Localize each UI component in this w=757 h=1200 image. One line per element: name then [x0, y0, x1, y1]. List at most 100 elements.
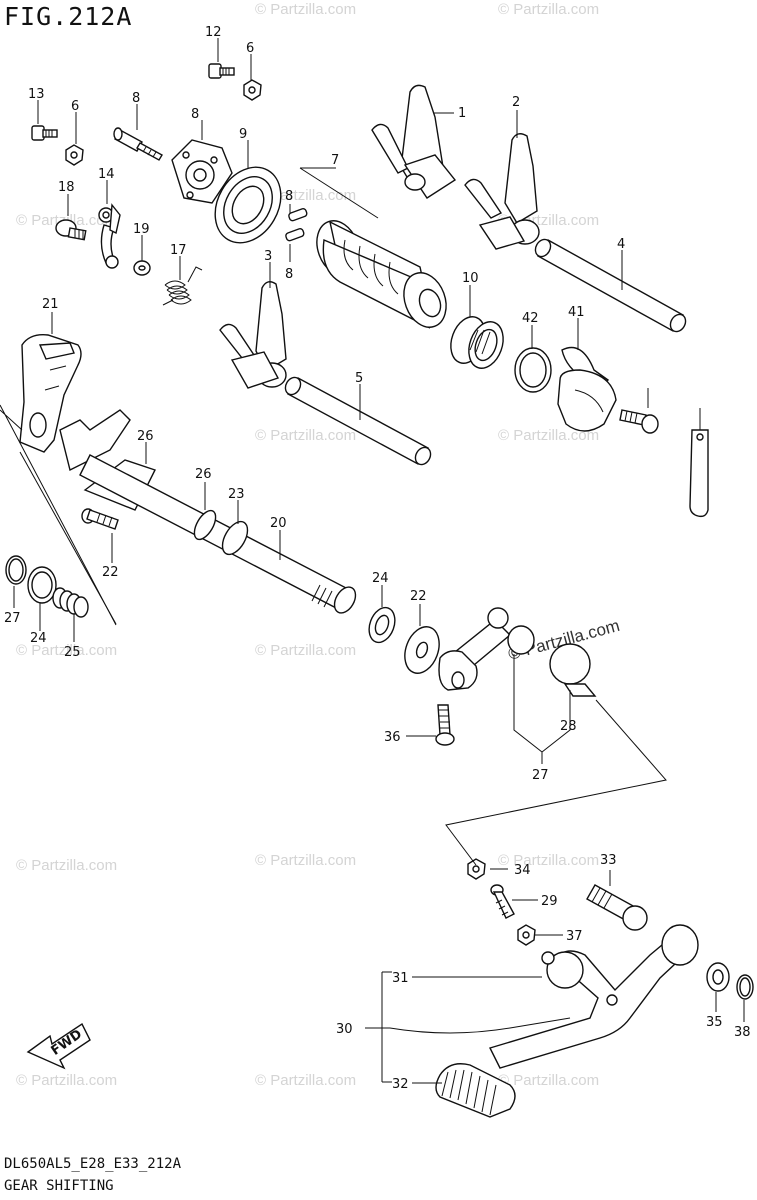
- part-5-fork-shaft: [284, 376, 432, 466]
- part-14-stopper-arm: [98, 203, 121, 269]
- callout-10: 8: [191, 107, 199, 122]
- callout-2: 2: [512, 95, 520, 110]
- watermark: © Partzilla.com: [498, 852, 599, 869]
- part-6-nut-left: [65, 144, 84, 166]
- part-22-washer-left: [27, 566, 57, 604]
- callout-21: 22: [410, 589, 427, 604]
- callout-13: 12: [205, 25, 222, 40]
- part-29-bolt: [490, 884, 515, 919]
- part-12-needle-bearing: [450, 316, 504, 369]
- callout-8: 8: [285, 189, 293, 204]
- callout-23: 24: [372, 571, 389, 586]
- callout-40: 42: [522, 311, 539, 326]
- part-37-nut: [517, 924, 536, 946]
- part-35-washer: [706, 962, 730, 992]
- watermark: © Partzilla.com: [498, 1, 599, 18]
- callout-9: 8: [132, 91, 140, 106]
- part-20-bolt: [81, 508, 119, 530]
- part-42-bolt: [619, 409, 659, 434]
- part-11-bearing: [214, 166, 282, 244]
- watermark: © Partzilla.com: [498, 1072, 599, 1089]
- watermark: © Partzilla.com: [498, 427, 599, 444]
- callout-22: 24: [30, 631, 47, 646]
- part-30-gearshift-lever: [489, 924, 699, 1069]
- part-10-cam-plate: [171, 139, 233, 204]
- callout-6: 6: [71, 99, 79, 114]
- callout-32: 32: [392, 1077, 409, 1092]
- part-18-gearshift-shaft: [79, 454, 357, 614]
- callout-30: 30: [336, 1022, 353, 1037]
- part-3-shift-fork: [219, 281, 287, 389]
- callout-38: 38: [734, 1025, 751, 1040]
- part-8-pin-upper: [288, 207, 308, 222]
- callout-14: 14: [98, 167, 115, 182]
- fwd-arrow-icon: FWD: [26, 1022, 91, 1070]
- callout-16: 18: [58, 180, 75, 195]
- callout-13: 13: [28, 87, 45, 102]
- figure-code: DL650AL5_E28_E33_212A: [4, 1156, 182, 1172]
- part-28-joint: [549, 643, 597, 697]
- callout-3: 3: [264, 249, 272, 264]
- callout-5: 5: [355, 371, 363, 386]
- callout-22: 23: [228, 487, 245, 502]
- callout-34: 34: [514, 863, 531, 878]
- part-34-nut: [467, 858, 486, 880]
- callout-35: 35: [706, 1015, 723, 1030]
- part-13-bolt-left: [31, 125, 58, 141]
- part-32-shift-rubber: [435, 1063, 516, 1118]
- callout-15: 17: [170, 243, 187, 258]
- callout-26: 26: [195, 467, 212, 482]
- watermark: © Partzilla.com: [16, 857, 117, 874]
- callout-20: 22: [102, 565, 119, 580]
- callout-33: 33: [600, 853, 617, 868]
- part-17-washer: [133, 260, 151, 276]
- part-21-washer: [404, 626, 440, 674]
- watermark: © Partzilla.com: [255, 642, 356, 659]
- callout-19: 21: [42, 297, 59, 312]
- part-26-circlip-left: [5, 555, 27, 585]
- callout-4: 4: [617, 237, 625, 252]
- callout-27: 27: [532, 768, 549, 783]
- part-7-gearshift-cam: [316, 220, 447, 329]
- callout-8: 8: [285, 267, 293, 282]
- part-19-shift-arm-plate: [19, 334, 82, 453]
- watermark: © Partzilla.com: [16, 642, 117, 659]
- callout-25: 26: [137, 429, 154, 444]
- watermark: © Partzilla.com: [255, 852, 356, 869]
- part-6-nut-top: [243, 79, 262, 101]
- leader-lines: [0, 38, 745, 1084]
- watermark: © Partzilla.com: [16, 1072, 117, 1089]
- part-38-circlip: [736, 974, 754, 1000]
- part-33-lever-shaft: [586, 884, 648, 931]
- part-41-plate: [689, 429, 709, 518]
- part-23-oil-seal: [368, 606, 396, 644]
- callout-1: 1: [458, 106, 466, 121]
- callout-7: 7: [331, 153, 339, 168]
- watermark: © Partzilla.com: [255, 427, 356, 444]
- callout-6: 6: [246, 41, 254, 56]
- part-15-spring: [162, 266, 203, 306]
- callout-18: 20: [270, 516, 287, 531]
- watermark: © Partzilla.com: [255, 1, 356, 18]
- callout-12: 10: [462, 271, 479, 286]
- callout-39: 41: [568, 305, 585, 320]
- part-24-spring: [52, 587, 89, 618]
- callout-11: 9: [239, 127, 247, 142]
- callout-29: 29: [541, 894, 558, 909]
- callout-26: 27: [4, 611, 21, 626]
- part-40-washer: [514, 347, 552, 393]
- callout-31: 31: [392, 971, 409, 986]
- part-2-shift-fork: [464, 133, 540, 250]
- part-9-pin: [113, 127, 163, 161]
- part-16-bolt: [55, 219, 87, 241]
- part-13-bolt-top: [208, 63, 235, 79]
- callout-24: 25: [64, 645, 81, 660]
- part-36-bolt: [435, 704, 455, 746]
- figure-title: FIG.212A: [4, 2, 133, 31]
- callout-28: 28: [560, 719, 577, 734]
- callout-17: 19: [133, 222, 150, 237]
- callout-36: 36: [384, 730, 401, 745]
- part-4-fork-shaft: [534, 238, 687, 333]
- watermark: © Partzilla.com: [255, 1072, 356, 1089]
